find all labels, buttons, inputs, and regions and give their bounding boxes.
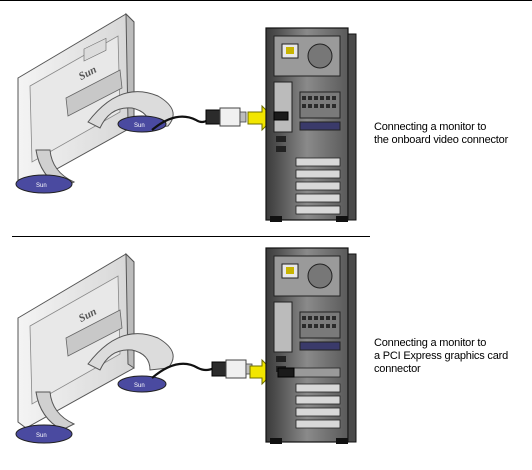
caption-onboard: Connecting a monitor to the onboard vide…	[374, 121, 532, 147]
caption-pcie-line-2: a PCI Express graphics card	[374, 350, 508, 362]
svg-text:Sun: Sun	[36, 433, 47, 439]
workstation-tower	[265, 27, 357, 222]
expansion-slots	[295, 157, 341, 215]
svg-text:Sun: Sun	[36, 183, 47, 189]
monitor: Sun Sun Sun	[15, 252, 174, 444]
svg-text:Sun: Sun	[134, 383, 145, 389]
top-divider	[0, 0, 532, 1]
video-cable	[151, 115, 209, 131]
monitor: Sun Sun Sun	[15, 12, 174, 194]
caption-pcie: Connecting a monitor to a PCI Express gr…	[374, 337, 532, 376]
caption-onboard-line-1: Connecting a monitor to	[374, 121, 487, 133]
onboard-video-port	[273, 111, 289, 121]
svg-text:Sun: Sun	[134, 123, 145, 129]
panel-divider	[12, 236, 370, 237]
cable-connector	[211, 361, 227, 377]
panel-onboard-illustration: Sun Sun Sun	[15, 12, 357, 222]
caption-onboard-line-2: the onboard video connector	[374, 134, 509, 146]
pcie-graphics-port	[277, 367, 295, 378]
caption-pcie-line-1: Connecting a monitor to	[374, 337, 487, 349]
monitor-base-front	[15, 424, 73, 444]
panel-pcie-illustration: Sun Sun Sun	[15, 247, 357, 444]
monitor-base-front	[15, 174, 73, 194]
monitor-base-back	[117, 375, 167, 393]
caption-pcie-line-3: connector	[374, 363, 421, 375]
workstation-tower	[265, 247, 357, 444]
video-cable	[151, 362, 215, 379]
cable-connector	[205, 109, 221, 125]
